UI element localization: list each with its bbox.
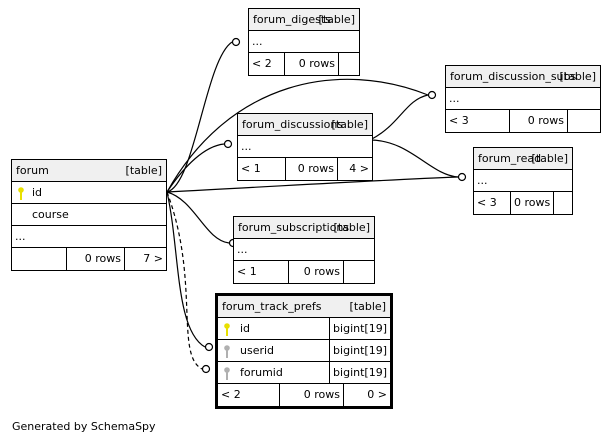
footer-rows: 0 rows: [289, 261, 344, 283]
ellipsis-row: ...: [238, 136, 372, 158]
table-forum-read[interactable]: forum_read [table] ... < 3 0 rows: [473, 147, 573, 215]
primary-key-icon: [18, 186, 24, 200]
table-kind: [table]: [125, 164, 162, 177]
table-forum-discussion-subs[interactable]: forum_discussion_subs [table] ... < 3 0 …: [445, 65, 601, 133]
footer-children: [568, 110, 600, 132]
foreign-key-icon: [224, 344, 230, 358]
table-footer: < 3 0 rows: [446, 110, 600, 132]
ellipsis-row: ...: [249, 31, 359, 53]
table-forum-discussions[interactable]: forum_discussions [table] ... < 1 0 rows…: [237, 113, 373, 181]
table-footer: < 2 0 rows: [249, 53, 359, 75]
column-type: bigint[19]: [329, 318, 390, 339]
edge-forum-discussion-subs: [166, 78, 429, 193]
ellipsis-row: ...: [12, 226, 166, 248]
table-footer: 0 rows 7 >: [12, 248, 166, 270]
table-forum[interactable]: forum [table] id course ... 0 rows 7 >: [11, 159, 167, 271]
table-kind: [table]: [333, 221, 370, 234]
edge-forum-read: [166, 176, 459, 193]
column-type: bigint[19]: [329, 362, 390, 383]
column-name: id: [240, 322, 251, 335]
column-name: userid: [240, 344, 275, 357]
ellipsis-row: ...: [474, 170, 572, 192]
generated-by-credit: Generated by SchemaSpy: [12, 420, 156, 433]
table-footer: < 2 0 rows 0 >: [218, 384, 390, 406]
footer-parents: [12, 248, 67, 270]
table-header: forum [table]: [12, 160, 166, 182]
ellipsis-row: ...: [446, 88, 600, 110]
edge-end-circle: [457, 172, 467, 182]
primary-key-icon: [224, 322, 230, 336]
footer-children: [344, 261, 374, 283]
footer-rows: 0 rows: [511, 192, 554, 214]
table-kind: [table]: [559, 70, 596, 83]
footer-rows: 0 rows: [286, 158, 338, 180]
column-row: userid bigint[19]: [218, 340, 390, 362]
column-row: forumid bigint[19]: [218, 362, 390, 384]
table-header: forum_subscriptions [table]: [234, 217, 374, 239]
footer-children: [554, 192, 572, 214]
table-name: forum: [16, 164, 49, 177]
footer-children: 7 >: [143, 252, 163, 265]
footer-rows: 0 rows: [510, 110, 568, 132]
table-forum-digests[interactable]: forum_digests [table] ... < 2 0 rows: [248, 8, 360, 76]
edge-end-circle: [427, 90, 437, 100]
footer-parents: < 1: [234, 261, 289, 283]
edge-forum-track-prefs-forumid: [166, 191, 203, 370]
footer-parents: < 3: [446, 110, 510, 132]
edge-end-circle: [201, 364, 211, 374]
column-row: id bigint[19]: [218, 318, 390, 340]
footer-rows: 0 rows: [280, 384, 344, 406]
footer-parents: < 2: [218, 384, 280, 406]
edge-forum-track-prefs-userid: [166, 191, 206, 348]
table-header: forum_digests [table]: [249, 9, 359, 31]
edge-end-circle: [223, 139, 233, 149]
footer-rows: 0 rows: [285, 53, 339, 75]
edge-discussions-read: [369, 139, 459, 178]
foreign-key-icon: [224, 366, 230, 380]
table-header: forum_discussions [table]: [238, 114, 372, 136]
edge-forum-digests: [166, 41, 233, 193]
edge-forum-subscriptions: [166, 191, 230, 244]
footer-children: 4 >: [349, 162, 369, 175]
edge-discussions-subs: [369, 94, 429, 141]
table-footer: < 1 0 rows 4 >: [238, 158, 372, 180]
column-type: bigint[19]: [329, 340, 390, 361]
table-kind: [table]: [331, 118, 368, 131]
ellipsis-row: ...: [234, 239, 374, 261]
column-name: forumid: [240, 366, 283, 379]
edge-forum-discussions: [166, 143, 225, 193]
table-name: forum_digests: [253, 13, 331, 26]
footer-parents: < 1: [238, 158, 286, 180]
column-row: course: [12, 204, 166, 226]
table-kind: [table]: [318, 13, 355, 26]
table-name: forum_read: [478, 152, 542, 165]
edge-end-circle: [231, 37, 241, 47]
table-header: forum_read [table]: [474, 148, 572, 170]
footer-children: 0 >: [367, 388, 387, 401]
column-name: course: [32, 208, 69, 221]
footer-parents: < 3: [474, 192, 511, 214]
table-kind: [table]: [349, 300, 386, 313]
table-footer: < 1 0 rows: [234, 261, 374, 283]
table-footer: < 3 0 rows: [474, 192, 572, 214]
table-header: forum_discussion_subs [table]: [446, 66, 600, 88]
footer-children: [339, 53, 359, 75]
table-name: forum_discussion_subs: [450, 70, 577, 83]
table-forum-track-prefs[interactable]: forum_track_prefs [table] id bigint[19] …: [215, 293, 393, 409]
table-name: forum_track_prefs: [222, 300, 322, 313]
table-header: forum_track_prefs [table]: [218, 296, 390, 318]
footer-rows: 0 rows: [67, 248, 125, 270]
edge-end-circle: [204, 342, 214, 352]
column-name: id: [32, 186, 43, 199]
table-name: forum_subscriptions: [238, 221, 350, 234]
table-name: forum_discussions: [242, 118, 344, 131]
table-kind: [table]: [531, 152, 568, 165]
column-row: id: [12, 182, 166, 204]
table-forum-subscriptions[interactable]: forum_subscriptions [table] ... < 1 0 ro…: [233, 216, 375, 284]
footer-parents: < 2: [249, 53, 285, 75]
